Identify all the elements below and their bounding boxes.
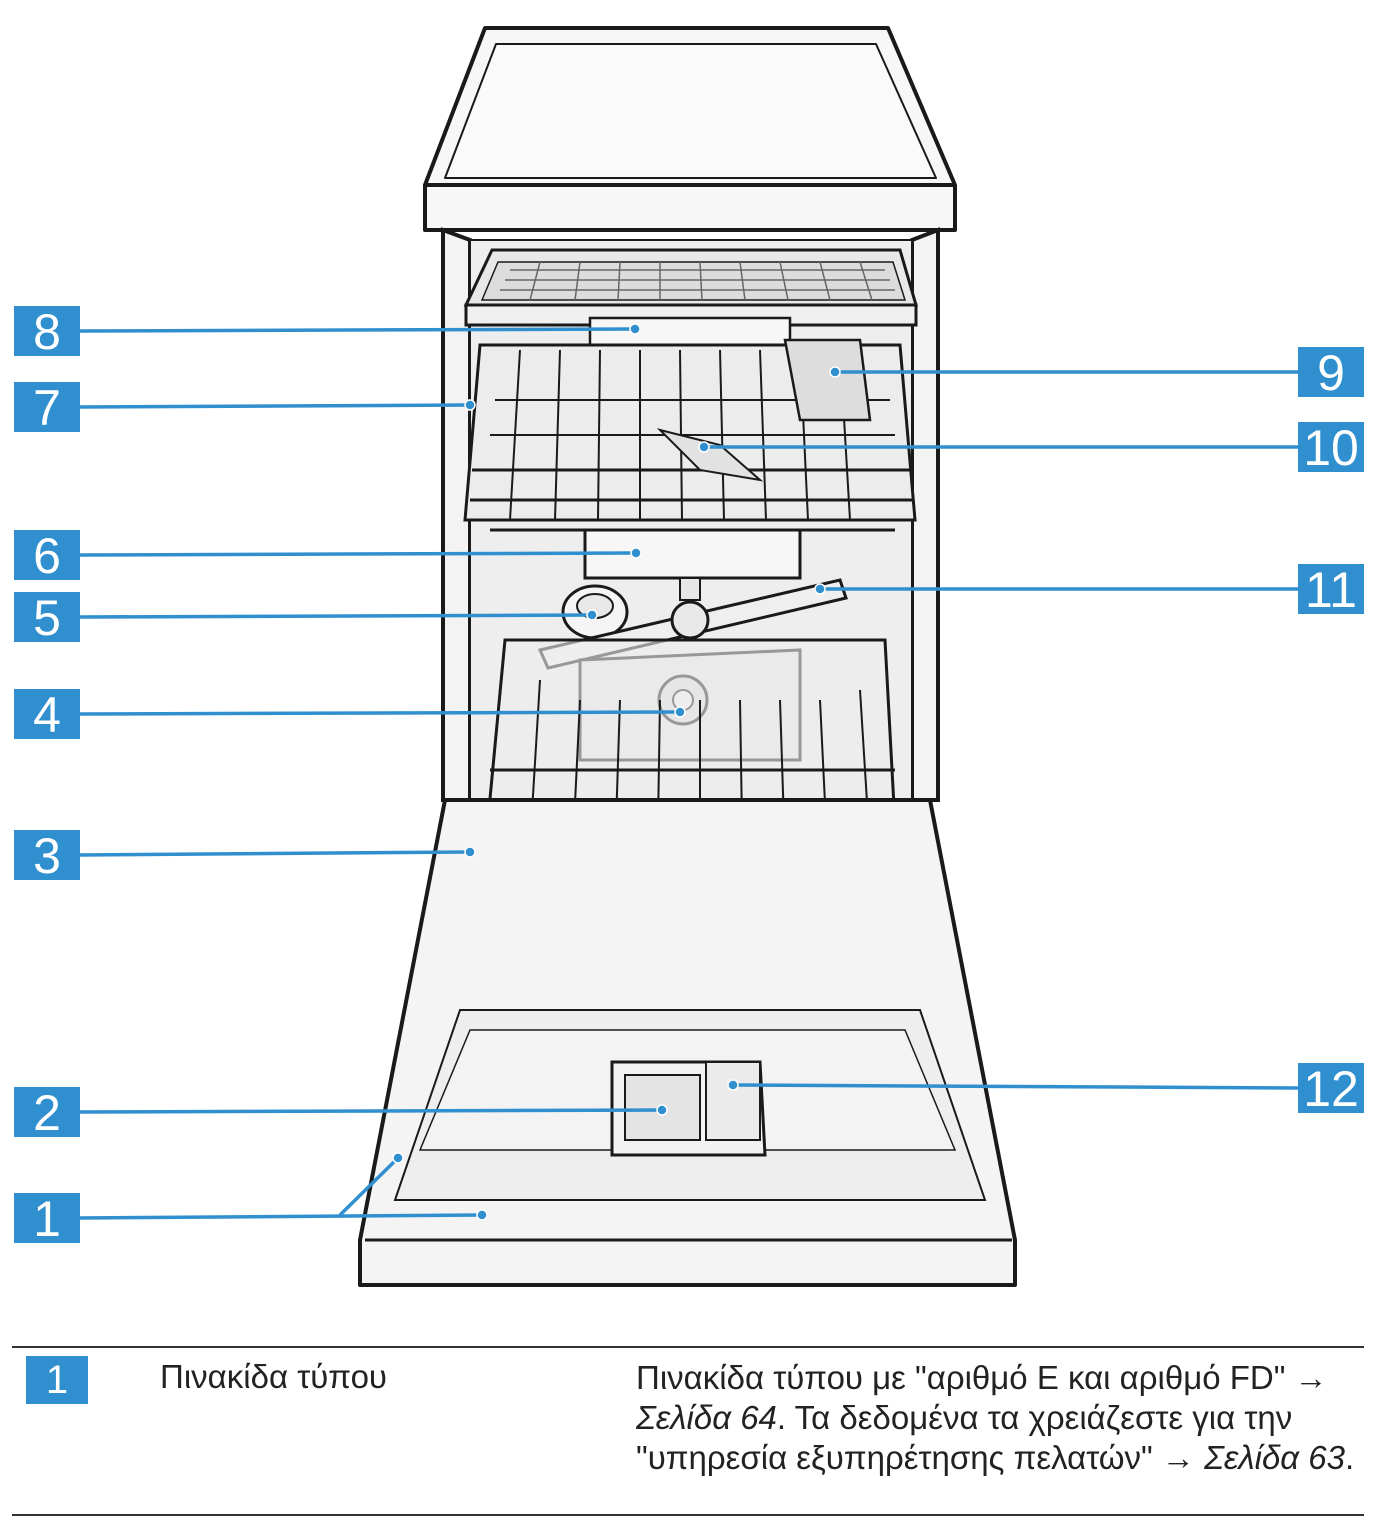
callout-6-leader [79,551,637,557]
callout-2-leader [79,1108,663,1114]
callout-10-number: 10 [1303,420,1359,476]
callout-10: 10 [698,420,1364,476]
legend-desc-text-3: . [1344,1439,1355,1476]
callout-5-badge [14,592,80,642]
callout-7-number: 7 [33,380,61,436]
callout-1-dot-2 [392,1152,404,1164]
callout-4-number: 4 [33,687,61,743]
callout-11: 11 [814,562,1364,618]
worktop [423,26,957,232]
callout-6-badge [14,530,80,580]
callout-3-leader [79,850,471,857]
callout-5-dot [586,609,598,621]
legend-rule-top [12,1346,1364,1348]
page-link-64[interactable]: Σελίδα 64 [636,1399,777,1436]
legend-table: 1 Πινακίδα τύπου Πινακίδα τύπου με "αριθ… [0,1330,1376,1518]
upper-spray-arm [583,528,802,601]
upper-basket [463,338,917,532]
callout-5-leader [79,613,593,619]
callout-7-dot [464,399,476,411]
callout-5-number: 5 [33,590,61,646]
callout-12-leader [732,1083,1299,1090]
legend-desc-text-1: Πινακίδα τύπου με "αριθμό Ε και αριθμό F… [636,1359,1328,1396]
callout-2-badge [14,1087,80,1137]
callout-12-badge [1298,1063,1364,1113]
callout-3: 3 [14,828,476,884]
callout-8-leader [79,327,636,333]
callout-1-badge [14,1193,80,1243]
callout-12: 12 [727,1061,1364,1117]
callout-3-number: 3 [33,828,61,884]
callout-3-badge [14,830,80,880]
callout-6-dot [630,547,642,559]
callout-4-dot [674,706,686,718]
callout-11-number: 11 [1305,562,1357,618]
callout-9: 9 [829,345,1364,401]
legend-number-badge: 1 [26,1356,88,1404]
legend-item-name: Πινακίδα τύπου [160,1358,387,1395]
callout-9-dot [829,366,841,378]
callout-8: 8 [14,304,641,360]
callout-4-badge [14,689,80,739]
page-link-63[interactable]: Σελίδα 63 [1204,1439,1345,1476]
callout-12-number: 12 [1303,1061,1359,1117]
callout-3-dot [464,846,476,858]
callout-8-badge [14,306,80,356]
callout-7-badge [14,382,80,432]
callout-6: 6 [14,528,642,584]
callout-11-dot [814,583,826,595]
callout-4: 4 [14,687,686,743]
door [358,798,1017,1287]
callout-2-number: 2 [33,1085,61,1141]
callout-8-number: 8 [33,304,61,360]
callout-10-badge [1298,422,1364,472]
callout-5: 5 [14,590,598,646]
callout-8-dot [629,323,641,335]
callout-12-dot [727,1079,739,1091]
callout-1-leader-2 [338,1156,400,1217]
callout-2-dot [656,1104,668,1116]
legend-item-description: Πινακίδα τύπου με "αριθμό Ε και αριθμό F… [636,1358,1356,1478]
callout-7: 7 [14,380,476,436]
callout-1: 1 [14,1152,488,1247]
callout-4-leader [79,710,681,716]
callout-1-dot [476,1209,488,1221]
callout-2: 2 [14,1085,668,1141]
callout-1-leader [79,1213,483,1220]
callout-10-dot [698,441,710,453]
callout-1-number: 1 [33,1191,61,1247]
cutlery-drawer [463,248,918,350]
callout-9-badge [1298,347,1364,397]
callout-6-number: 6 [33,528,61,584]
callout-9-number: 9 [1317,345,1345,401]
callout-11-badge [1298,564,1364,614]
legend-desc-text-2: . Τα δεδομένα τα χρειάζεστε για την "υπη… [636,1399,1293,1476]
legend-rule-bottom [12,1514,1364,1516]
callout-7-leader [79,403,471,409]
